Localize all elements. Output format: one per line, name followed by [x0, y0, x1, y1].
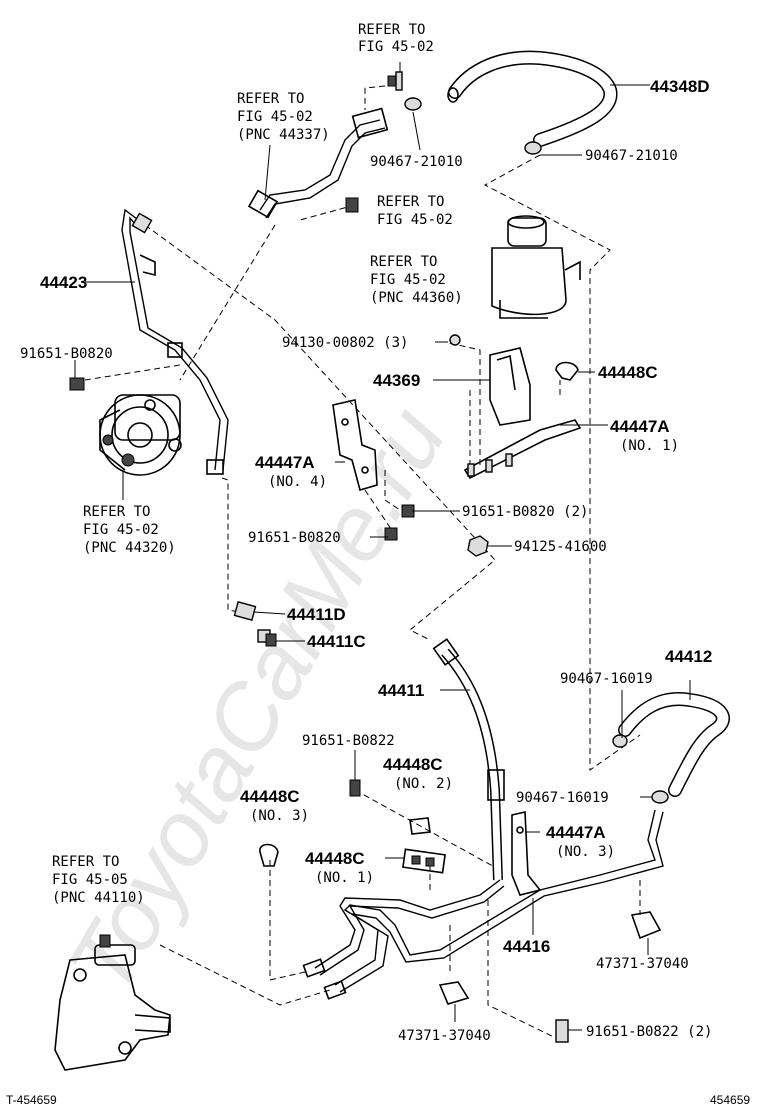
part-44448c-c-no: (NO. 3): [250, 808, 309, 824]
bracket-44447a-no3: [511, 811, 542, 896]
refer-top-line1: REFER TO: [358, 22, 425, 38]
clamp-44448c-no3: [259, 843, 279, 867]
part-91651-b0820-b-label: 91651-B0820: [248, 530, 341, 546]
bracket-44447a-no4: [332, 399, 378, 491]
steering-gear-box: [54, 934, 171, 1071]
return-hose-44412: [618, 692, 730, 797]
part-47371-b-label: 47371-37040: [398, 1028, 491, 1044]
part-91651-b0822-2-label: 91651-B0822 (2): [586, 1024, 712, 1040]
refer-pipe-line2: FIG 45-02: [237, 109, 313, 125]
part-44447a-c-no: (NO. 3): [556, 844, 615, 860]
refer-pump-line2: FIG 45-02: [83, 522, 159, 538]
part-44412-label: 44412: [665, 647, 712, 666]
part-44447a-c-label: 44447A: [546, 823, 606, 842]
clamp-44448c-no2: [409, 817, 431, 835]
part-94125-label: 94125-41600: [514, 539, 607, 555]
pressure-tube-44423: [121, 208, 229, 475]
watermark: ToyotaCarMe.ru: [49, 391, 465, 1010]
union-44411d: [233, 601, 257, 621]
part-44448c-b-no: (NO. 2): [394, 776, 453, 792]
hose-clamp-icon: [612, 734, 669, 804]
part-44411-label: 44411: [378, 681, 424, 700]
part-44448c-d-no: (NO. 1): [315, 870, 374, 886]
part-44423-label: 44423: [40, 273, 87, 292]
part-90467-16019-a-label: 90467-16019: [560, 671, 653, 687]
assembly-dashed-lines: [84, 84, 641, 1041]
part-44447a-a-no: (NO. 1): [620, 438, 679, 454]
corner-code-right: 454659: [710, 1093, 750, 1107]
refer-bolt-line1: REFER TO: [377, 194, 444, 210]
return-hose-44348d: [447, 50, 618, 147]
union-bolt-44411c: [257, 629, 277, 647]
part-44447a-b-no: (NO. 4): [268, 474, 327, 490]
bolt-icon: [69, 377, 85, 391]
pressure-hose-44411: [432, 638, 505, 881]
part-44448c-c-label: 44448C: [240, 787, 300, 806]
refer-gear-line2: FIG 45-05: [52, 872, 128, 888]
corner-code-left: T-454659: [6, 1093, 57, 1107]
part-44447a-a-label: 44447A: [610, 417, 670, 436]
part-44448c-a-label: 44448C: [598, 363, 658, 382]
bracket-44447a-no1: [463, 419, 582, 480]
refer-res-line3: (PNC 44360): [370, 290, 463, 306]
part-44416-label: 44416: [503, 937, 550, 956]
tube-clamp-47371: [438, 911, 662, 1005]
part-44348d-label: 44348D: [650, 77, 710, 96]
part-90467-16019-b-label: 90467-16019: [516, 790, 609, 806]
bolt-icon: [345, 197, 359, 213]
part-91651-b0820-2-label: 91651-B0820 (2): [462, 504, 588, 520]
refer-top-line2: FIG 45-02: [358, 39, 434, 55]
part-94130-label: 94130-00802 (3): [282, 335, 408, 351]
bolt-icon: [387, 71, 403, 91]
reservoir-bracket-44369: [449, 334, 531, 426]
bolt-icon: [555, 1019, 569, 1043]
refer-gear-line1: REFER TO: [52, 854, 119, 870]
leader-lines: [74, 62, 691, 1031]
refer-gear-line3: (PNC 44110): [52, 890, 145, 906]
part-44411c-label: 44411C: [307, 632, 366, 651]
hose-clamp-icon: [404, 97, 542, 155]
part-90467-21010-a-label: 90467-21010: [370, 154, 463, 170]
part-91651-b0822-label: 91651-B0822: [302, 733, 395, 749]
nut-icon: [467, 535, 489, 557]
clamp-44448c: [555, 361, 579, 381]
oil-reservoir: [491, 215, 581, 319]
part-44448c-d-label: 44448C: [305, 849, 365, 868]
part-44369-label: 44369: [373, 371, 420, 390]
refer-res-line2: FIG 45-02: [370, 272, 446, 288]
bolt-icon: [349, 779, 361, 797]
part-44447a-b-label: 44447A: [255, 453, 315, 472]
refer-pipe-line3: (PNC 44337): [237, 127, 330, 143]
power-steering-pump: [99, 394, 182, 476]
refer-pipe-line1: REFER TO: [237, 91, 304, 107]
part-90467-21010-b-label: 90467-21010: [585, 148, 678, 164]
refer-pump-line1: REFER TO: [83, 504, 150, 520]
return-tube-44416: [302, 809, 664, 1000]
part-labels: REFER TO FIG 45-02 44348D REFER TO FIG 4…: [6, 22, 750, 1107]
part-47371-a-label: 47371-37040: [596, 956, 689, 972]
part-91651-b0820-a-label: 91651-B0820: [20, 346, 113, 362]
refer-pump-line3: (PNC 44320): [83, 540, 176, 556]
clamp-44448c-no1: [402, 848, 446, 874]
refer-res-line1: REFER TO: [370, 254, 437, 270]
refer-bolt-line2: FIG 45-02: [377, 212, 453, 228]
part-44448c-b-label: 44448C: [383, 755, 443, 774]
pressure-tube-44337: [247, 107, 389, 219]
part-44411d-label: 44411D: [287, 605, 346, 624]
